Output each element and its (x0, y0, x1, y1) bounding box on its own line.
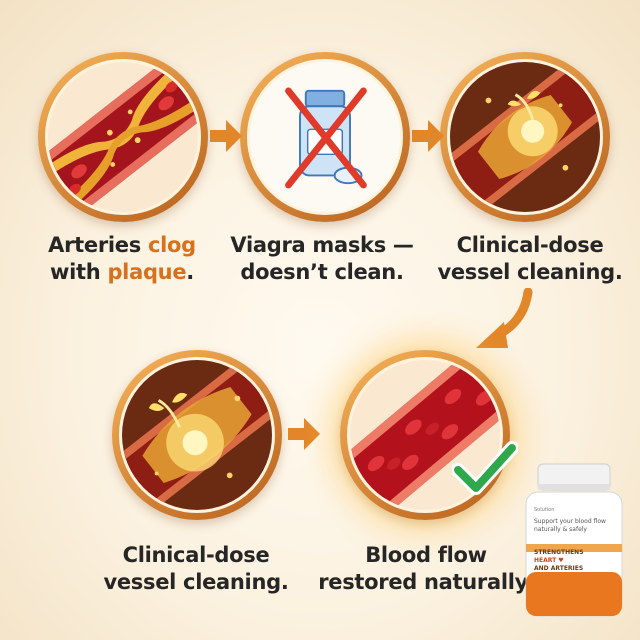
arrow-down-left-icon (476, 288, 533, 348)
product-text: AND ARTERIES (534, 565, 584, 572)
caption-text: with (50, 260, 108, 284)
product-text: STRENGTHENS (534, 549, 584, 556)
product-band: clinical-grade formula (534, 538, 589, 544)
circle-vessel-cleaning-top (440, 52, 610, 222)
caption-line: vessel cleaning. (437, 260, 623, 284)
check-icon (452, 441, 518, 495)
caption-line: Clinical-dose (122, 543, 270, 567)
product-text: HEART ♥ (534, 557, 564, 564)
caption-step-1: Arteries clog with plaque. (12, 232, 232, 286)
caption-step-2: Viagra masks — doesn’t clean. (212, 232, 432, 286)
caption-accent: plaque (107, 260, 187, 284)
circle-vessel-cleaning-bottom (112, 350, 282, 520)
pill-bottle-crossed-icon (250, 62, 400, 212)
product-text: naturally & safely (534, 526, 587, 533)
caption-text: . (186, 260, 194, 284)
caption-line: restored naturally. (318, 570, 534, 594)
caption-step-4: Clinical-dose vessel cleaning. (86, 542, 306, 596)
caption-accent: clog (147, 233, 196, 257)
arrow-right-icon (210, 120, 242, 152)
caption-text: Arteries (48, 233, 148, 257)
arrow-right-icon (288, 418, 320, 450)
bottle-shape (525, 463, 623, 617)
caption-line: vessel cleaning. (103, 570, 289, 594)
artery-clog-icon (48, 62, 198, 212)
caption-line: Blood flow (365, 543, 487, 567)
product-bottle: Solution Support your blood flow natural… (520, 460, 628, 620)
caption-line: doesn’t clean. (240, 260, 404, 284)
product-brand: Solution (534, 507, 555, 513)
product-text: Support your blood flow (534, 518, 606, 525)
caption-step-3: Clinical-dose vessel cleaning. (420, 232, 640, 286)
circle-clogged-artery (38, 52, 208, 222)
circle-viagra-crossed (240, 52, 410, 222)
caption-line: Clinical-dose (456, 233, 604, 257)
caption-line: Viagra masks — (230, 233, 414, 257)
caption-step-5: Blood flow restored naturally. (316, 542, 536, 596)
clean-artery-icon (350, 360, 500, 510)
circle-clean-artery (340, 350, 510, 520)
arrow-right-icon (412, 120, 444, 152)
vessel-cleaning-icon (122, 360, 272, 510)
vessel-cleaning-icon (450, 62, 600, 212)
